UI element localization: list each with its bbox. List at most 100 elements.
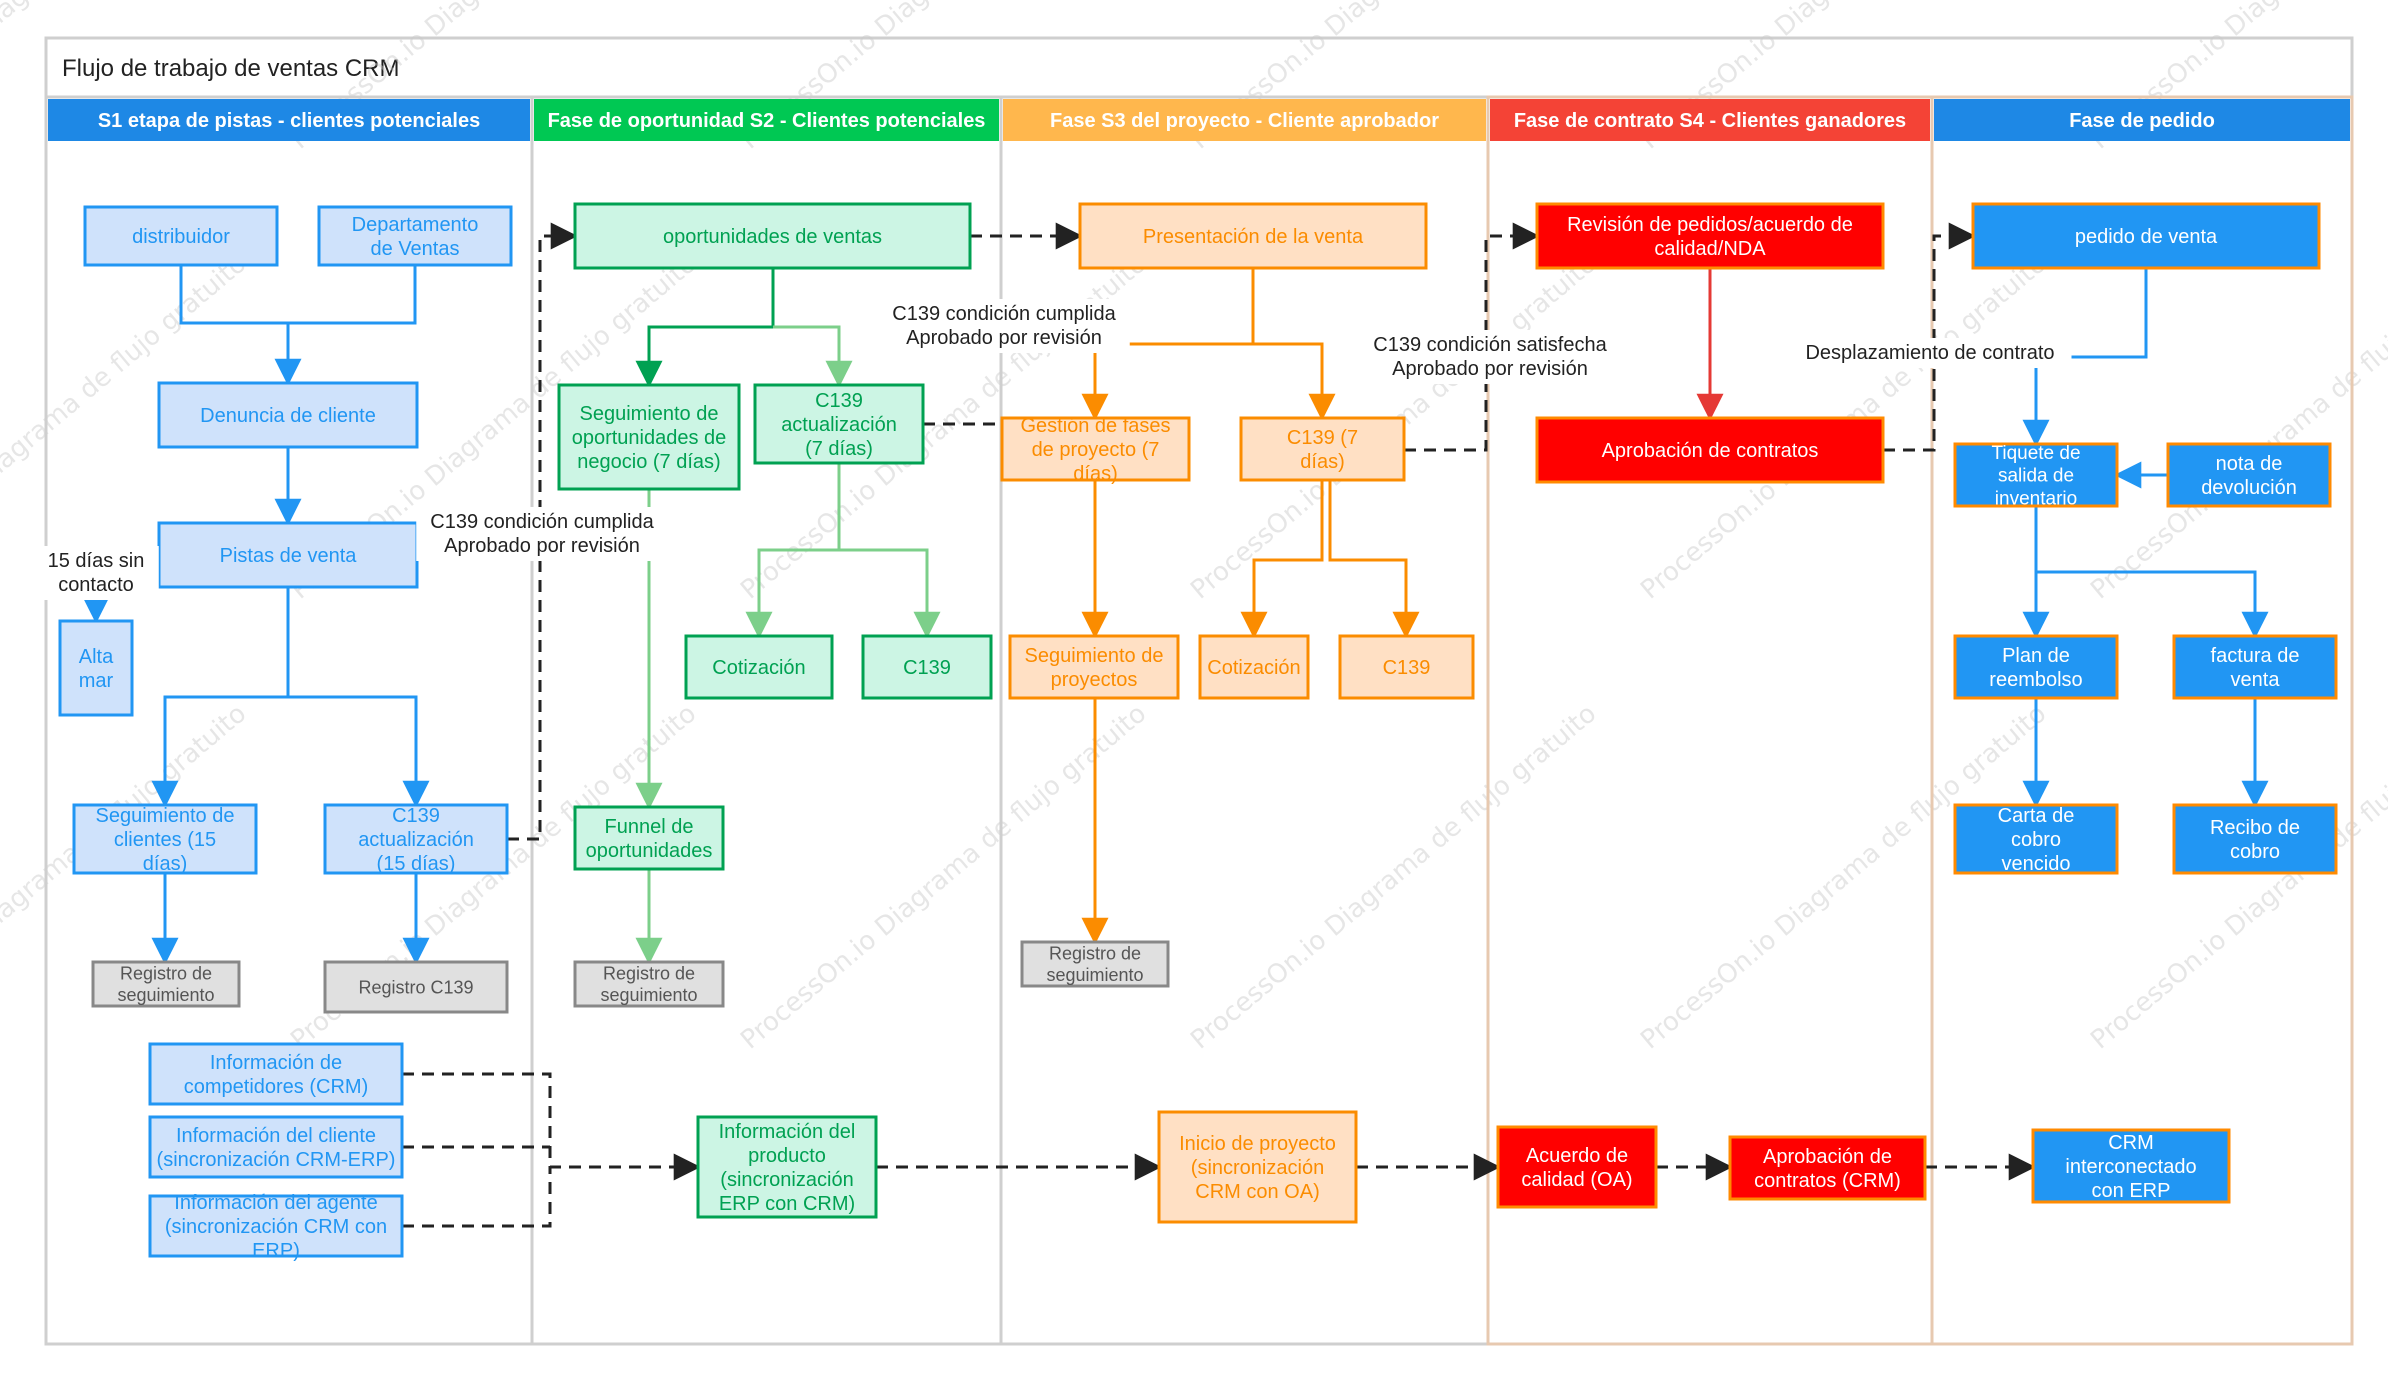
node-label: Cotización (712, 657, 805, 679)
node-presentacion[interactable]: Presentación de la venta (1078, 202, 1428, 270)
node-info-cli[interactable]: Información del cliente(sincronización C… (148, 1115, 404, 1179)
connector (839, 548, 941, 639)
node-label: Registro C139 (358, 977, 473, 997)
node-label: Pistas de venta (220, 545, 358, 567)
connector (151, 587, 290, 808)
lane-header-s2 (534, 99, 999, 141)
connector (288, 695, 430, 808)
connector (2036, 570, 2269, 639)
node-label: Aprobación de contratos (1602, 440, 1819, 462)
node-cotizacion-2[interactable]: Cotización (684, 634, 834, 700)
node-denuncia[interactable]: Denuncia de cliente (157, 381, 419, 449)
node-oport-ventas[interactable]: oportunidades de ventas (573, 202, 972, 270)
node-label: C139 (903, 657, 951, 679)
connector (773, 325, 853, 388)
node-c139-2[interactable]: C139 (861, 634, 993, 700)
connectors (82, 222, 2269, 1228)
connector (1328, 480, 1420, 639)
connector (635, 268, 775, 388)
edge-label-bg (878, 299, 1130, 353)
lane-header-s1 (48, 99, 530, 141)
lane-header-s4 (1490, 99, 1930, 141)
node-aprob-contratos[interactable]: Aprobación de contratos (1535, 416, 1885, 484)
node-reg-c139[interactable]: Registro C139 (323, 960, 509, 1014)
connector (179, 265, 417, 325)
node-label: Información del cliente(sincronización C… (157, 1125, 396, 1171)
connector (1253, 342, 1336, 421)
connector (2022, 268, 2148, 447)
connector (402, 1167, 552, 1228)
edge-label-desplazamiento: Desplazamiento de contrato (1805, 342, 2054, 364)
node-distribuidor[interactable]: distribuidor (83, 205, 279, 267)
node-label: pedido de venta (2075, 226, 2218, 248)
node-info-agente[interactable]: Información del agente(sincronización CR… (148, 1192, 404, 1262)
node-c139-3[interactable]: C139 (1338, 634, 1475, 700)
node-cotizacion-3[interactable]: Cotización (1198, 634, 1310, 700)
edge-label-bg (33, 546, 159, 600)
node-label: Información del agente(sincronización CR… (165, 1192, 387, 1262)
node-label: oportunidades de ventas (663, 226, 882, 248)
node-pistas[interactable]: Pistas de venta (157, 521, 419, 589)
connector (1883, 222, 1976, 452)
edge-label-bg (1353, 330, 1627, 384)
node-label: Presentación de la venta (1143, 226, 1364, 248)
connector (745, 463, 841, 639)
swimlanes: S1 etapa de pistas - clientes potenciale… (44, 95, 2354, 1346)
lane-title-s3: Fase S3 del proyecto - Cliente aprobador (1050, 110, 1439, 132)
node-pedido-venta[interactable]: pedido de venta (1971, 202, 2321, 270)
lane-title-s4: Fase de contrato S4 - Clientes ganadores (1514, 110, 1906, 132)
edge-label-bg (1788, 338, 2072, 368)
